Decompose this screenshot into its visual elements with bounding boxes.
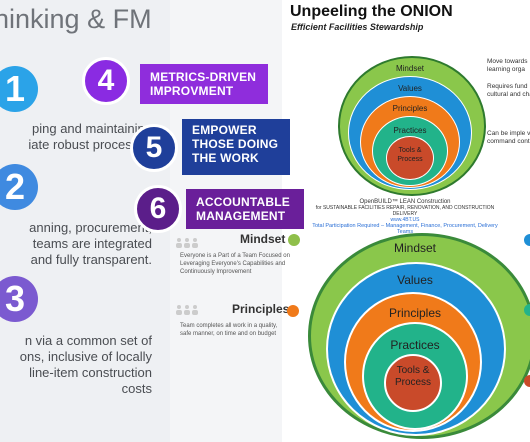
card-principles-label: Principles: [232, 302, 290, 316]
ring2-label-principles: Principles: [388, 306, 442, 320]
ring2-label-values: Values: [397, 273, 433, 287]
ring-label-values: Values: [398, 84, 422, 93]
banner-accountable: ACCOUNTABLE MANAGEMENT: [186, 189, 304, 229]
team-icon: [175, 236, 198, 248]
side-dot-tools: [524, 375, 530, 387]
banner-empower: EMPOWER THOSE DOING THE WORK: [182, 119, 290, 175]
banner-metrics: METRICS-DRIVEN IMPROVMENT: [140, 64, 268, 104]
number-badge-2: 2: [0, 164, 38, 210]
badge-4: 4: [82, 57, 130, 105]
ring-label-practices: Practices: [393, 126, 427, 135]
ring-label-tools: Tools & Process: [397, 147, 423, 163]
callout-values: Requires fund cultural and change: [487, 83, 530, 98]
card-principles-text: Team completes all work in a quality, sa…: [180, 323, 278, 337]
callout-tools: Can be imple via command control: [487, 130, 530, 145]
ring2-label-mindset: Mindset: [393, 241, 437, 255]
onion-footer: OpenBUILD™ LEAN Construction for SUSTAIN…: [312, 199, 498, 235]
number-badge-3: 3: [0, 276, 38, 322]
ring-label-principles: Principles: [392, 104, 428, 113]
ring-label-mindset: Mindset: [395, 64, 424, 73]
card-principles-dot: [287, 305, 299, 317]
badge-5: 5: [130, 124, 178, 172]
onion-title: Unpeeling the ONION: [290, 3, 453, 20]
ring2-label-tools: Tools & Process: [394, 365, 432, 388]
card-mindset-text: Everyone is a Part of a Team Focused on …: [180, 253, 290, 275]
item-3-text: n via a common set of ons, inclusive of …: [19, 333, 152, 396]
slide-title: hinking & FM: [0, 4, 152, 34]
item-2-text: anning, procurement, teams are integrate…: [29, 220, 152, 267]
onion-ring-tools: [386, 136, 434, 180]
badge-6: 6: [134, 185, 182, 233]
card-mindset-label: Mindset: [240, 232, 286, 246]
callout-mindset: Move towards learning orga: [487, 58, 528, 73]
onion2-ring-tools: [384, 354, 442, 412]
card-mindset-dot: [288, 234, 300, 246]
onion-subtitle: Efficient Facilities Stewardship: [291, 22, 424, 32]
item-1-text: ping and maintaining iate robust process…: [28, 121, 152, 152]
side-dot-practices: [524, 304, 530, 316]
side-dot-values: [524, 234, 530, 246]
number-badge-1: 1: [0, 66, 38, 112]
ring2-label-practices: Practices: [390, 338, 440, 352]
team-icon-2: [175, 303, 198, 315]
